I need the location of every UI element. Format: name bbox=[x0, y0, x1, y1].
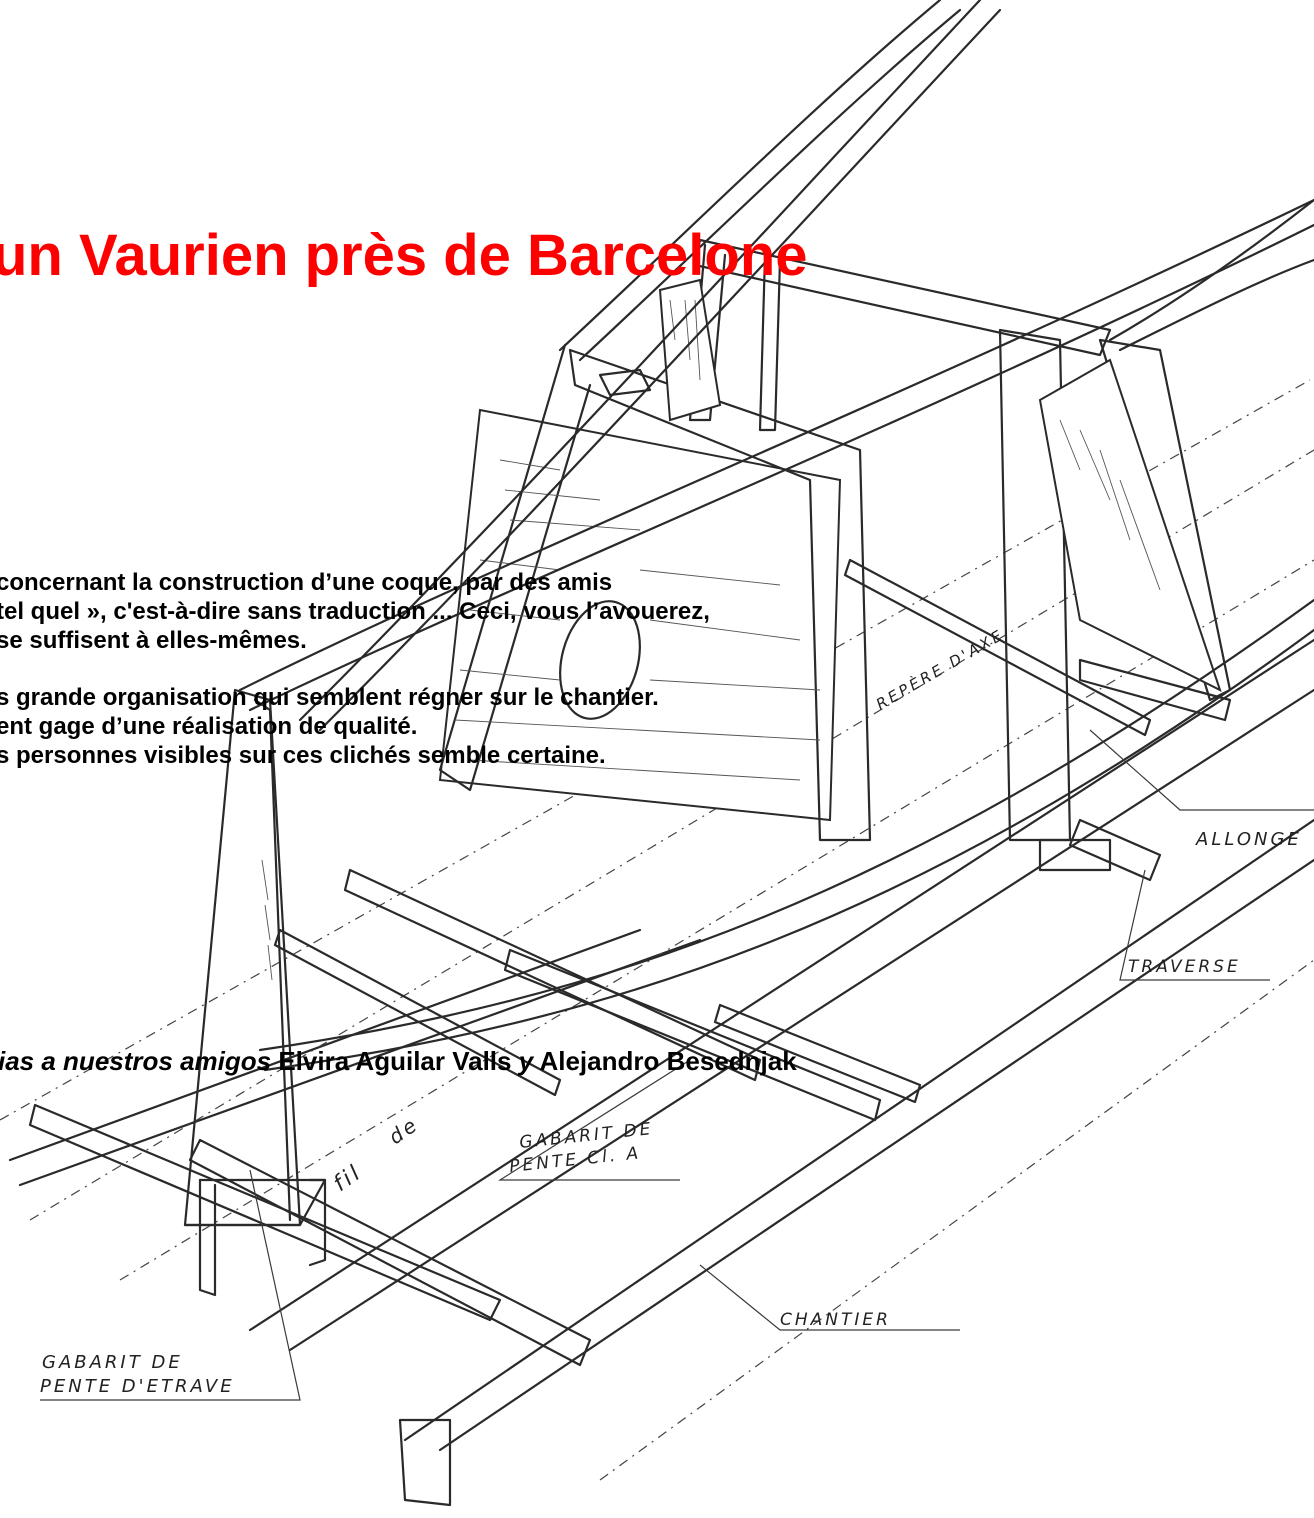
gabarit-etrave-label-line2: PENTE D'ETRAVE bbox=[40, 1376, 235, 1397]
page-title: un Vaurien près de Barcelone bbox=[0, 223, 808, 288]
paragraph-line-4: s grande organisation qui semblent régne… bbox=[0, 684, 659, 711]
gabarit-etrave-label-line1: GABARIT DE bbox=[42, 1352, 183, 1373]
paragraph-line-1: concernant la construction d’une coque, … bbox=[0, 569, 613, 596]
stern-frame bbox=[998, 328, 1232, 872]
thanks-line: ias a nuestros amigos Elvira Aguilar Val… bbox=[0, 1046, 797, 1077]
thanks-intro: ias a nuestros amigos bbox=[0, 1046, 272, 1076]
paragraph-line-5: ent gage d’une réalisation de qualité. bbox=[0, 713, 418, 740]
thanks-name-2: Alejandro Besednjak bbox=[539, 1046, 797, 1076]
thanks-conjunction: y bbox=[518, 1046, 534, 1076]
upper-frame bbox=[658, 238, 1112, 432]
paragraph-line-6: s personnes visibles sur ces clichés sem… bbox=[0, 742, 606, 769]
allonge-label: ALLONGE bbox=[1195, 829, 1302, 850]
traverse-label: TRAVERSE bbox=[1128, 957, 1241, 977]
thanks-name-1: Elvira Aguilar Valls bbox=[278, 1046, 512, 1076]
main-station-frame bbox=[438, 343, 872, 842]
ground-cross-members bbox=[28, 558, 1162, 1507]
bow-mould bbox=[183, 688, 327, 1297]
chantier-label: CHANTIER bbox=[780, 1310, 891, 1330]
leader-lines bbox=[40, 729, 1314, 1401]
paragraph-line-2: tel quel », c'est-à-dire sans traduction… bbox=[0, 598, 710, 625]
repere-label: REPÈRE D'AXE bbox=[873, 625, 1008, 714]
paragraph-line-3: se suffisent à elles-mêmes. bbox=[0, 627, 307, 654]
fil-label: fil bbox=[329, 1160, 367, 1197]
hull-battens bbox=[238, 0, 1314, 1072]
